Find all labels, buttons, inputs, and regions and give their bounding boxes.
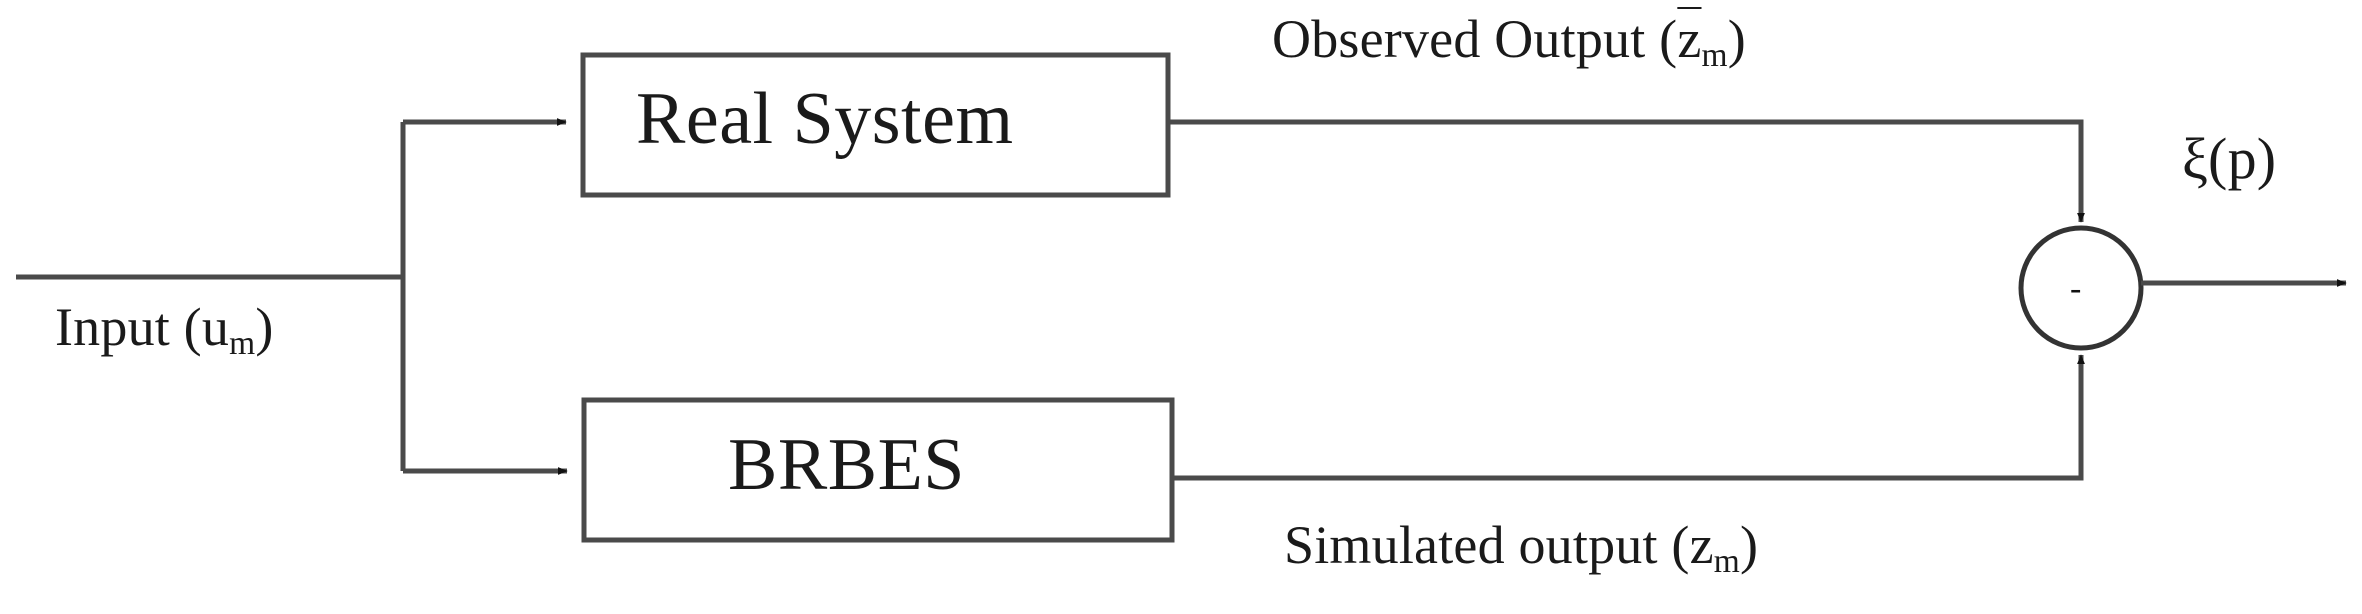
block-real-system[interactable] (580, 52, 1171, 198)
input-label-subscript: m (229, 325, 256, 363)
block-label-real-system: Real System (636, 78, 1014, 160)
wire-simulated-output (1172, 354, 2085, 481)
input-label: Input (um) (55, 297, 274, 361)
observed-output-prefix: Observed Output ( (1272, 9, 1678, 69)
summing-junction-operator: - (2070, 270, 2082, 307)
observed-output-label: Observed Output (zm) (1272, 9, 1746, 73)
simulated-output-prefix: Simulated output ( (1284, 515, 1690, 575)
simulated-output-variable: z (1689, 515, 1714, 575)
input-label-prefix: Input (u (55, 297, 230, 357)
wire-observed-output (1168, 119, 2085, 223)
summing-junction-circle[interactable] (2018, 225, 2144, 351)
simulated-output-subscript: m (1713, 543, 1740, 581)
block-label-brbes: BRBES (728, 424, 965, 506)
block-brbes[interactable] (581, 397, 1175, 543)
error-signal-label: ξ(p) (2182, 126, 2277, 191)
input-label-suffix: ) (255, 297, 274, 357)
observed-output-subscript: m (1701, 37, 1728, 75)
observed-output-suffix: ) (1727, 9, 1746, 69)
simulated-output-suffix: ) (1739, 515, 1759, 575)
simulated-output-label: Simulated output (zm) (1284, 515, 1759, 579)
observed-output-variable: z (1677, 9, 1702, 69)
